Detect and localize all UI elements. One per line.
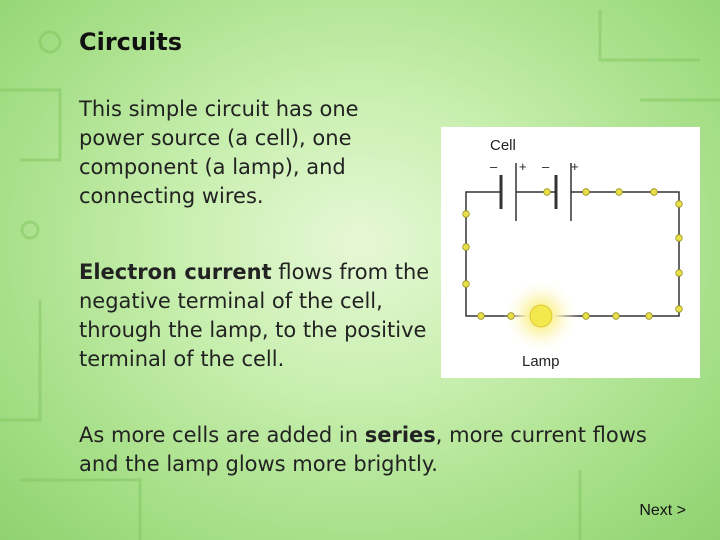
electron — [675, 200, 683, 208]
electron — [462, 210, 470, 218]
electron — [675, 234, 683, 242]
intro-paragraph: This simple circuit has one power source… — [79, 97, 359, 208]
cell-2-positive-sign: + — [571, 159, 579, 174]
electron — [477, 312, 485, 320]
electron — [612, 312, 620, 320]
cell-1-positive-sign: + — [519, 159, 527, 174]
series-paragraph: As more cells are added in series, more … — [79, 421, 679, 479]
electron-current-paragraph: Electron current flows from the negative… — [79, 258, 439, 374]
cell-2-negative-sign: – — [542, 159, 550, 174]
cells — [499, 163, 577, 221]
electron-current-term: Electron current — [79, 260, 272, 284]
electron-current-text: flows from the negative terminal of the … — [79, 260, 430, 371]
next-button[interactable]: Next > — [639, 502, 686, 519]
electron — [675, 269, 683, 277]
electron — [462, 243, 470, 251]
lamp-bulb — [529, 304, 553, 328]
circuit-diagram: Cell – + – + Lamp — [441, 127, 700, 378]
electron — [582, 312, 590, 320]
series-text-end: , more current flows and the lamp glows … — [79, 423, 647, 476]
lamp-label: Lamp — [522, 353, 560, 370]
lamp — [503, 278, 579, 354]
electron — [650, 188, 658, 196]
electron — [543, 188, 551, 196]
cell-1-negative-sign: – — [490, 159, 498, 174]
series-term: series — [364, 423, 436, 447]
wire-right — [541, 191, 680, 317]
electron — [507, 312, 515, 320]
page-title: Circuits — [79, 28, 182, 56]
electron — [615, 188, 623, 196]
electron — [675, 305, 683, 313]
electron — [645, 312, 653, 320]
electron-dots — [462, 188, 683, 320]
electron — [582, 188, 590, 196]
cell-label: Cell — [490, 137, 516, 154]
electron — [462, 280, 470, 288]
series-text-start: As more cells are added in — [79, 423, 365, 447]
circuit-schematic — [462, 163, 683, 354]
